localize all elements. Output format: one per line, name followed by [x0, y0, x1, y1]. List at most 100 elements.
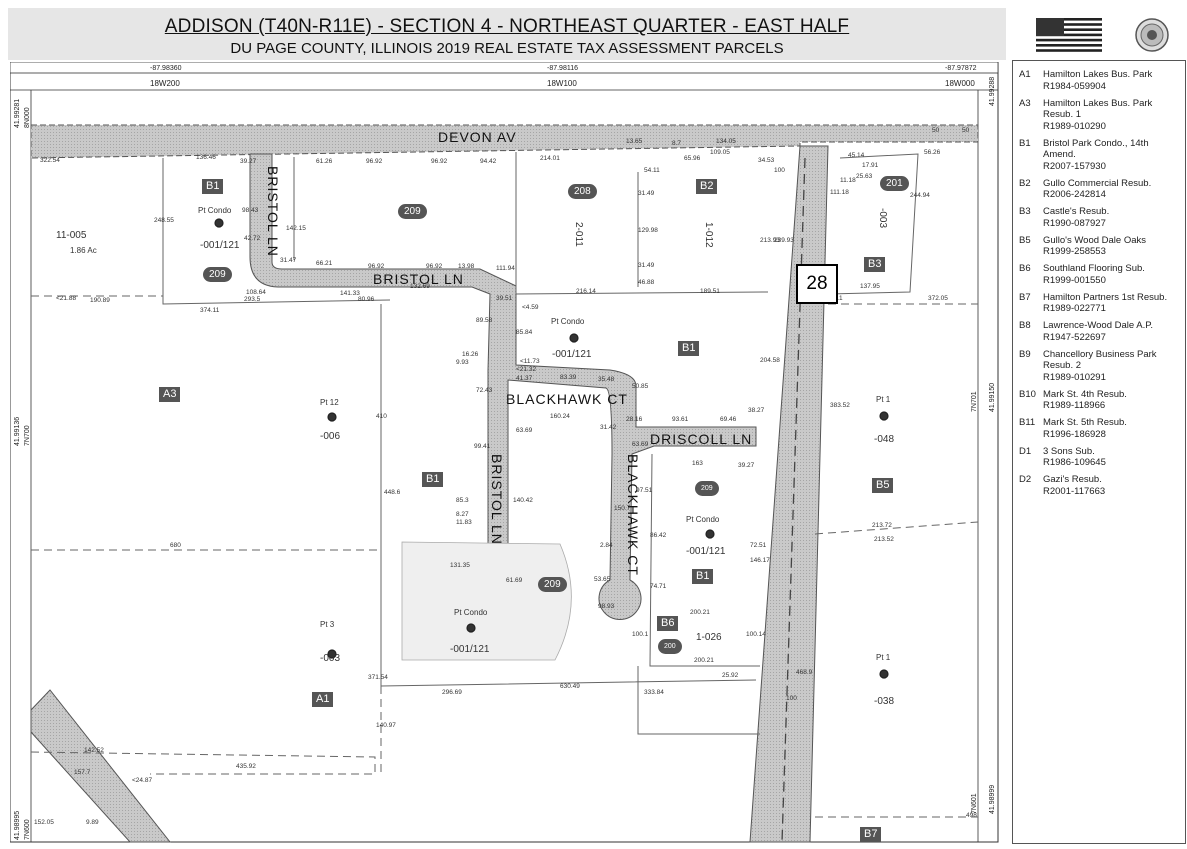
dimension-label: 56.26 [924, 149, 941, 156]
legend-name: Southland Flooring Sub. [1043, 263, 1145, 274]
legend-name: Mark St. 4th Resub. [1043, 388, 1127, 400]
section-28-box: 28 [796, 264, 838, 304]
legend-number: R1984-059904 [1043, 80, 1106, 92]
dimension-label: 35.48 [598, 376, 615, 383]
dimension-label: 216.14 [576, 288, 596, 295]
parcel-condo-2: -001/121 [552, 349, 592, 360]
legend-code: A1 [1019, 69, 1031, 80]
dimension-label: 11.18 [840, 177, 856, 184]
coord-n-mid-r: 7N701 [971, 391, 978, 412]
dimension-label: 31.49 [638, 262, 655, 269]
parcel-ptcondo-1: Pt Condo [198, 206, 232, 215]
map-header: ADDISON (T40N-R11E) - SECTION 4 - NORTHE… [8, 8, 1006, 60]
dimension-label: 100.14 [746, 631, 766, 638]
dimension-label: 54.11 [644, 167, 660, 174]
dimension-label: 214.01 [540, 155, 560, 162]
dimension-label: 213.52 [874, 536, 894, 543]
dimension-label: 142.15 [286, 225, 306, 232]
dimension-label: <21.88 [56, 295, 76, 302]
dimension-label: 97.51 [636, 487, 653, 494]
parcel-condo-3: -001/121 [686, 546, 726, 557]
legend-name: Castle's Resub. [1043, 206, 1110, 217]
dimension-label: 134.05 [716, 138, 736, 145]
dimension-label: 96.92 [366, 158, 383, 165]
dimension-label: 189.51 [700, 288, 720, 295]
dimension-label: 9.93 [456, 359, 469, 366]
dimension-label: 98.43 [242, 207, 259, 214]
dimension-label: 248.55 [154, 217, 174, 224]
legend-code: B7 [1019, 291, 1031, 303]
dimension-label: 39.51 [496, 295, 513, 302]
dimension-label: 31.49 [638, 190, 655, 197]
parcel-map-drawing: -87.98360 -87.98116 -87.97872 18W200 18W… [9, 61, 999, 843]
dimension-label: 45.14 [848, 152, 865, 159]
dimension-label: 435.92 [236, 763, 256, 770]
dimension-label: 31.42 [600, 424, 617, 431]
dimension-label: 132.69 [410, 283, 430, 290]
dimension-label: 410 [376, 413, 387, 420]
parcel-2-011: 2-011 [573, 222, 584, 247]
parcel-048: -048 [874, 434, 894, 445]
street-blackhawk-v: BLACKHAWK CT [625, 454, 641, 576]
street-blackhawk-h: BLACKHAWK CT [506, 391, 628, 407]
legend-code: B11 [1019, 417, 1036, 428]
dimension-label: 108.64 [246, 289, 266, 296]
dimension-label: 140.97 [376, 722, 396, 729]
legend-name: Lawrence-Wood Dale A.P. [1043, 320, 1154, 331]
dimension-label: 141.33 [340, 290, 360, 297]
dimension-label: 65.96 [684, 155, 701, 162]
legend-number: R1986-109645 [1043, 457, 1106, 468]
subdiv-tag-b1b: B1 [678, 341, 700, 356]
legend-code: B3 [1019, 206, 1031, 217]
legend-name: Gazi's Resub. [1043, 474, 1102, 485]
dimension-label: 630.49 [560, 683, 580, 690]
dimension-label: 17.91 [862, 162, 879, 169]
dimension-label: 293.5 [244, 296, 261, 303]
legend-number: R1996-186928 [1043, 428, 1106, 440]
legend-number: R1990-087927 [1043, 217, 1106, 229]
dimension-label: 383.52 [830, 402, 850, 409]
dimension-label: 100 [786, 695, 797, 702]
subdiv-tag-b1a: B1 [202, 179, 224, 194]
dimension-label: 140.42 [513, 497, 533, 504]
dimension-label: 371.54 [368, 674, 388, 681]
dimension-label: 25.63 [856, 173, 873, 180]
coord-grid3: 18W000 [945, 79, 975, 88]
dimension-label: 80.96 [358, 296, 375, 303]
dimension-label: 152.05 [34, 819, 54, 826]
parcel-1-026: 1-026 [696, 632, 722, 643]
dimension-label: 28.16 [626, 416, 643, 423]
dimension-label: 213.93 [760, 237, 780, 244]
dimension-label: 63.69 [632, 441, 649, 448]
dimension-label: 46.88 [638, 279, 655, 286]
parcel-006: -006 [320, 431, 340, 442]
dimension-label: 63.69 [516, 427, 533, 434]
dimension-label: 50 [962, 127, 970, 134]
dimension-label: 11.83 [456, 519, 472, 526]
coord-lat-bot-r: 41.98999 [989, 785, 996, 814]
coord-lon3: -87.97872 [945, 65, 977, 72]
legend-number: R1989-022771 [1043, 303, 1106, 314]
dimension-label: 74.71 [650, 583, 667, 590]
map-subtitle: DU PAGE COUNTY, ILLINOIS 2019 REAL ESTAT… [230, 40, 784, 57]
dimension-label: 448.6 [384, 489, 401, 496]
dimension-label: 34.53 [758, 157, 775, 164]
parcel-oval-200: 200 [658, 639, 682, 654]
dimension-label: 2.84 [600, 542, 613, 549]
dimension-label: 296.69 [442, 689, 462, 696]
parcel-map: -87.98360 -87.98116 -87.97872 18W200 18W… [9, 61, 1008, 844]
map-title: ADDISON (T40N-R11E) - SECTION 4 - NORTHE… [164, 16, 850, 37]
coord-lat-top-l: 41.99281 [14, 99, 21, 128]
legend-code: D2 [1019, 474, 1032, 485]
dimension-label: 333.84 [644, 689, 664, 696]
legend-number: R2007-157930 [1043, 160, 1106, 172]
subdiv-tag-b1d: B1 [692, 569, 714, 584]
legend-code: B5 [1019, 234, 1031, 246]
dimension-label: 160.24 [550, 413, 570, 420]
parcel-oval-209a: 209 [398, 204, 427, 219]
legend-number: R1999-258553 [1043, 246, 1106, 257]
dimension-label: 25.92 [722, 672, 739, 679]
dimension-label: 41.37 [516, 375, 533, 382]
